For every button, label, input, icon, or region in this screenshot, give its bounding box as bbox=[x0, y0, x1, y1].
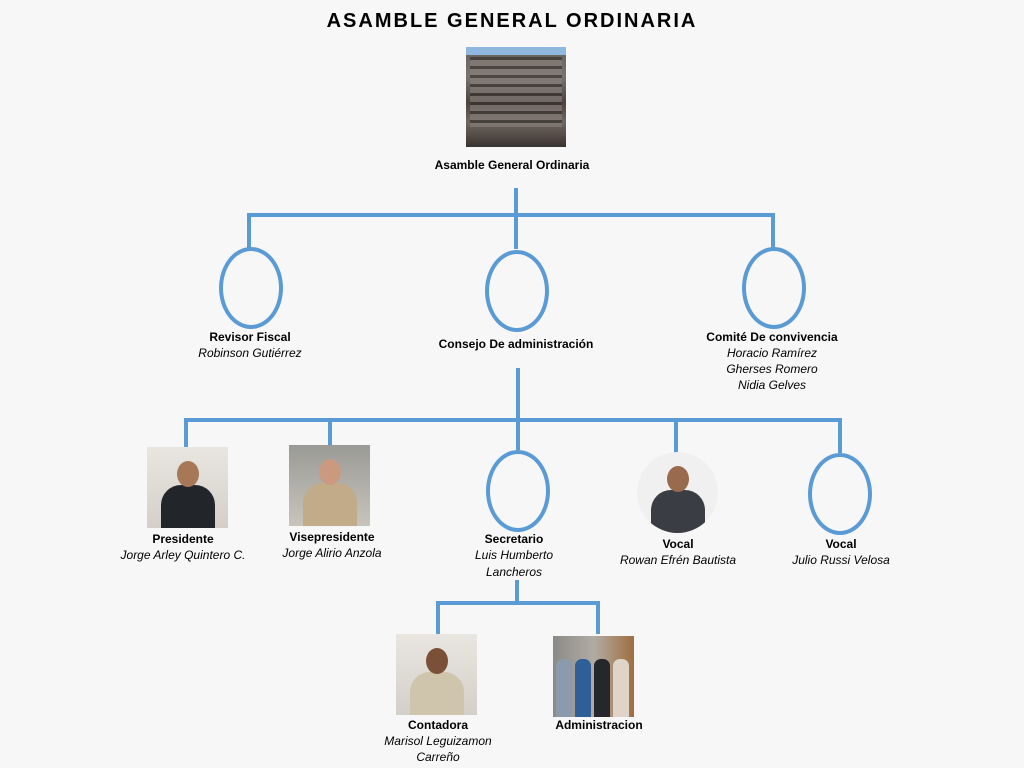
connector bbox=[771, 213, 775, 249]
contadora-photo bbox=[396, 634, 477, 715]
connector bbox=[436, 601, 440, 634]
node-name: Gherses Romero bbox=[726, 362, 818, 376]
node-visepresidente: Visepresidente Jorge Alirio Anzola bbox=[222, 529, 442, 561]
node-name: Horacio Ramírez bbox=[726, 346, 818, 360]
node-name: Robinson Gutiérrez bbox=[198, 346, 302, 360]
connector bbox=[436, 601, 600, 605]
connector bbox=[516, 418, 520, 450]
node-role: Vocal bbox=[662, 537, 694, 551]
placeholder-ellipse bbox=[219, 247, 283, 329]
placeholder-ellipse bbox=[742, 247, 806, 329]
node-role: Revisor Fiscal bbox=[209, 330, 291, 344]
connector bbox=[838, 418, 842, 453]
connector bbox=[596, 601, 600, 634]
node-name: Jorge Arley Quintero C. bbox=[120, 548, 246, 562]
connector bbox=[184, 418, 188, 448]
building-photo bbox=[466, 47, 566, 147]
node-contadora: Contadora Marisol Leguizamon Carreño bbox=[328, 717, 548, 765]
node-role: Asamble General Ordinaria bbox=[434, 158, 590, 172]
node-role: Consejo De administración bbox=[438, 337, 594, 351]
node-name: Marisol Leguizamon bbox=[384, 734, 492, 748]
node-comite: Comité De convivencia Horacio Ramírez Gh… bbox=[662, 329, 882, 393]
node-vocal-1: Vocal Rowan Efrén Bautista bbox=[568, 536, 788, 568]
node-role: Comité De convivencia bbox=[706, 330, 838, 344]
connector bbox=[247, 213, 775, 217]
node-secretario: Secretario Luis Humberto Lancheros bbox=[404, 531, 624, 580]
node-role: Secretario bbox=[484, 532, 544, 546]
node-name: Rowan Efrén Bautista bbox=[619, 553, 737, 567]
connector bbox=[514, 213, 518, 249]
node-name: Luis Humberto bbox=[474, 548, 554, 562]
node-name: Julio Russi Velosa bbox=[792, 553, 890, 567]
placeholder-ellipse bbox=[486, 450, 550, 532]
page-title: ASAMBLE GENERAL ORDINARIA bbox=[326, 10, 698, 32]
node-name: Jorge Alirio Anzola bbox=[282, 546, 382, 560]
connector bbox=[184, 418, 842, 422]
node-role: Presidente bbox=[152, 532, 214, 546]
node-name: Carreño bbox=[416, 750, 460, 764]
node-revisor-fiscal: Revisor Fiscal Robinson Gutiérrez bbox=[140, 329, 360, 361]
node-presidente: Presidente Jorge Arley Quintero C. bbox=[73, 531, 293, 563]
vocal-avatar bbox=[637, 452, 718, 533]
root-node-label: Asamble General Ordinaria bbox=[402, 157, 622, 173]
visepresidente-photo bbox=[289, 445, 370, 526]
connector bbox=[328, 418, 332, 446]
placeholder-ellipse bbox=[485, 250, 549, 332]
node-role: Administracion bbox=[555, 718, 643, 732]
connector bbox=[514, 188, 518, 217]
connector bbox=[515, 580, 519, 605]
node-role: Visepresidente bbox=[289, 530, 375, 544]
node-role: Vocal bbox=[825, 537, 857, 551]
presidente-photo bbox=[147, 447, 228, 528]
administracion-photo bbox=[553, 636, 634, 717]
node-role: Contadora bbox=[408, 718, 468, 732]
node-name: Lancheros bbox=[485, 565, 543, 579]
connector bbox=[516, 368, 520, 422]
node-name: Nidia Gelves bbox=[737, 378, 807, 392]
node-consejo: Consejo De administración bbox=[406, 336, 626, 352]
node-vocal-2: Vocal Julio Russi Velosa bbox=[731, 536, 951, 568]
connector bbox=[674, 418, 678, 453]
connector bbox=[247, 213, 251, 249]
node-administracion: Administracion bbox=[489, 717, 709, 733]
placeholder-ellipse bbox=[808, 453, 872, 535]
